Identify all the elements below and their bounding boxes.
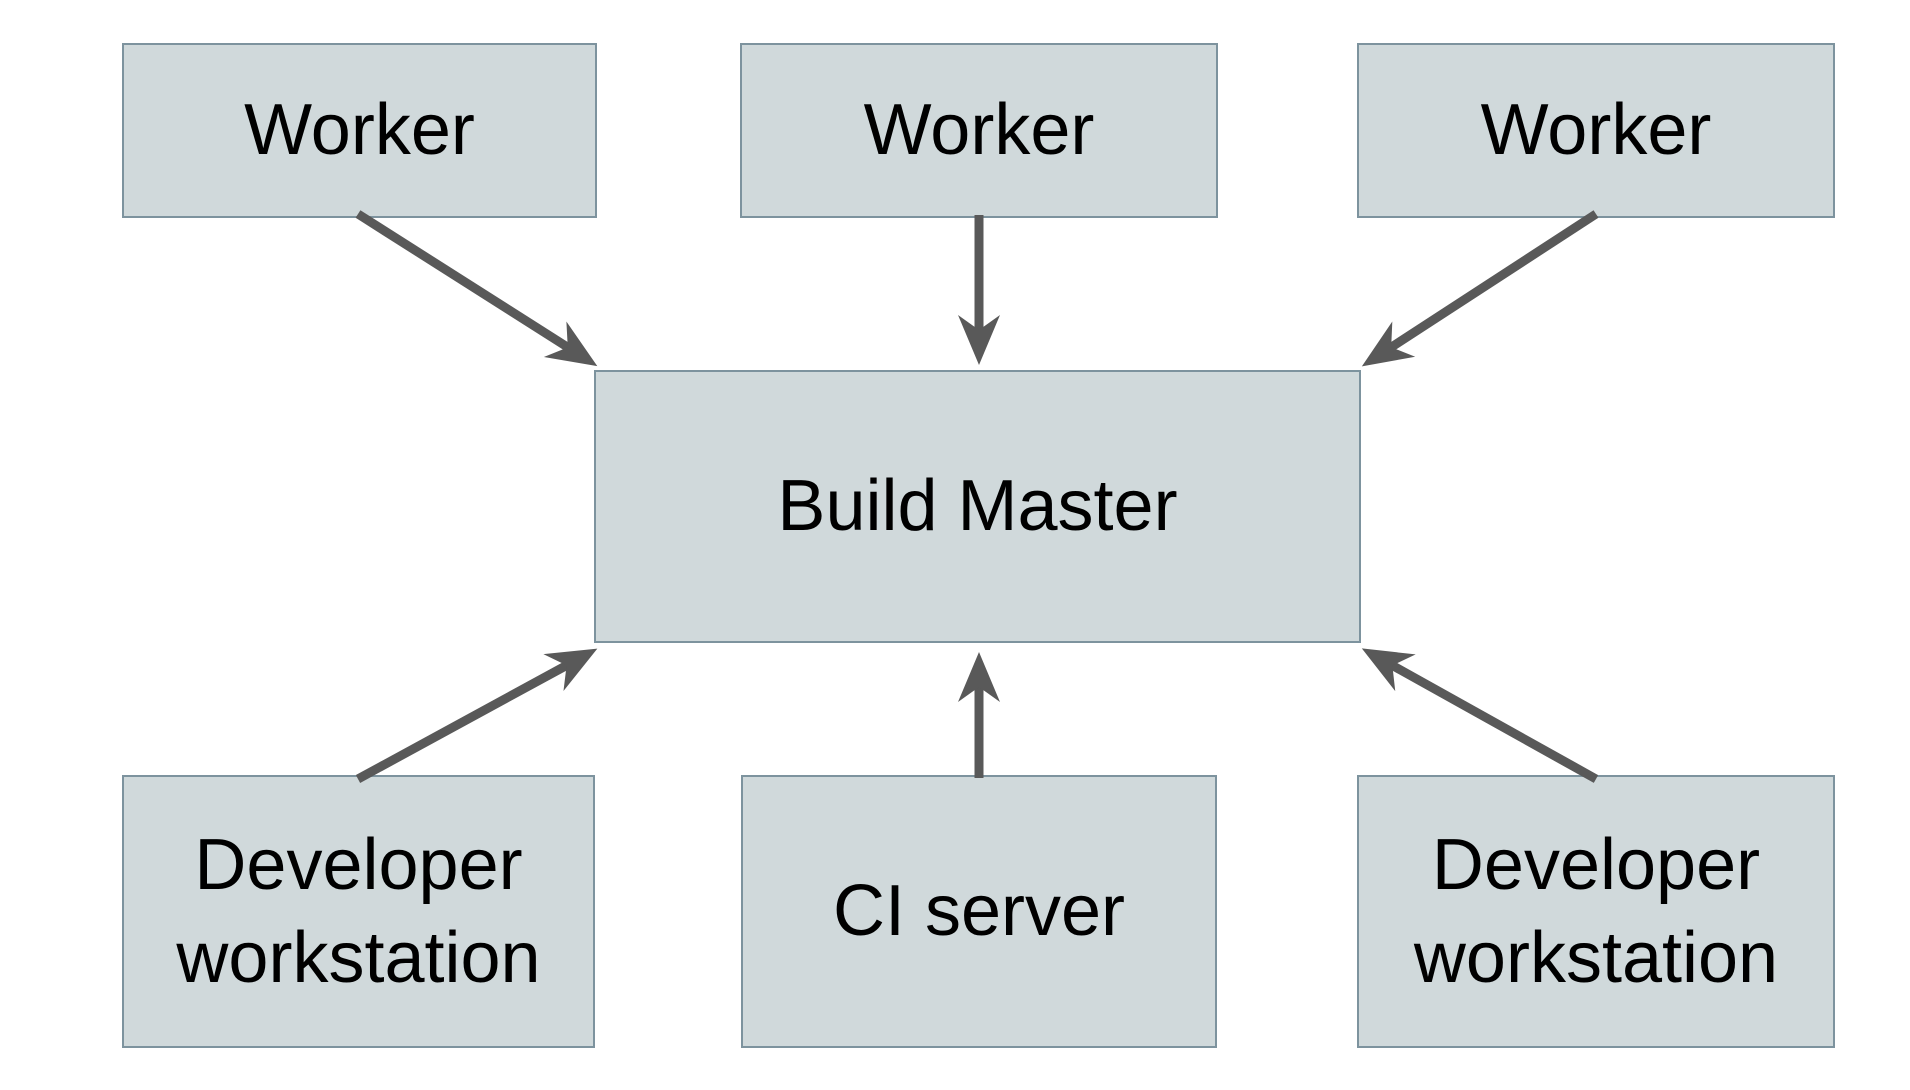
- arrow-worker-1-to-build-master: [355, 210, 598, 367]
- node-build-master: Build Master: [594, 370, 1361, 643]
- node-dev-workstation-right: Developer workstation: [1357, 775, 1835, 1048]
- node-worker-1-label: Worker: [244, 90, 475, 171]
- node-worker-3-label: Worker: [1480, 90, 1712, 171]
- arrow-dev-workstation-left-to-build-master: [355, 648, 598, 783]
- node-worker-1: Worker: [122, 43, 597, 218]
- node-ci-server: CI server: [741, 775, 1217, 1048]
- node-worker-2: Worker: [740, 43, 1218, 218]
- node-dev-workstation-right-label: Developer workstation: [1413, 825, 1779, 998]
- arrow-worker-3-to-build-master: [1361, 210, 1599, 367]
- node-ci-server-label: CI server: [832, 871, 1126, 952]
- node-dev-workstation-left: Developer workstation: [122, 775, 595, 1048]
- arrow-dev-workstation-right-to-build-master: [1361, 648, 1599, 783]
- node-worker-3: Worker: [1357, 43, 1835, 218]
- node-worker-2-label: Worker: [863, 90, 1095, 171]
- node-dev-workstation-left-label: Developer workstation: [176, 825, 541, 998]
- node-build-master-label: Build Master: [777, 466, 1178, 547]
